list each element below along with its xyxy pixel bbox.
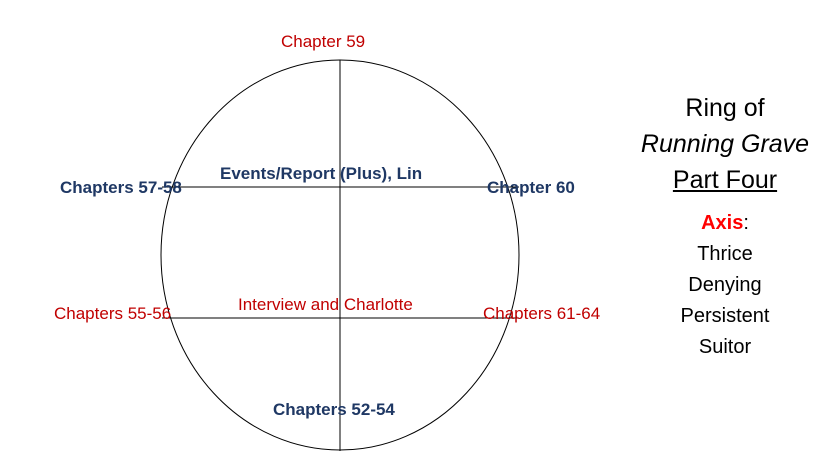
label-lower-center: Interview and Charlotte	[238, 295, 413, 314]
axis-colon: :	[743, 212, 749, 234]
sidebar-title: Ring of Running Grave Part Four	[622, 90, 821, 198]
sidebar-axis: Axis: Thrice Denying Persistent Suitor	[622, 208, 821, 363]
axis-word-4: Suitor	[698, 336, 752, 358]
label-upper-right: Chapter 60	[487, 178, 575, 197]
title-line-1: Ring of	[685, 94, 765, 122]
label-top: Chapter 59	[281, 32, 366, 51]
axis-label: Axis	[701, 212, 744, 234]
label-bottom: Chapters 52-54	[273, 400, 395, 419]
label-upper-left: Chapters 57-58	[60, 178, 182, 197]
axis-word-2: Denying	[688, 274, 762, 296]
title-line-2: Running Grave	[640, 130, 810, 158]
label-lower-right: Chapters 61-64	[483, 304, 601, 323]
axis-word-1: Thrice	[697, 243, 753, 265]
axis-heading: Axis:	[622, 208, 821, 239]
axis-word-3: Persistent	[680, 305, 770, 327]
label-lower-left: Chapters 55-56	[54, 304, 172, 323]
title-line-3: Part Four	[672, 166, 778, 194]
label-upper-center: Events/Report (Plus), Lin	[220, 164, 423, 183]
